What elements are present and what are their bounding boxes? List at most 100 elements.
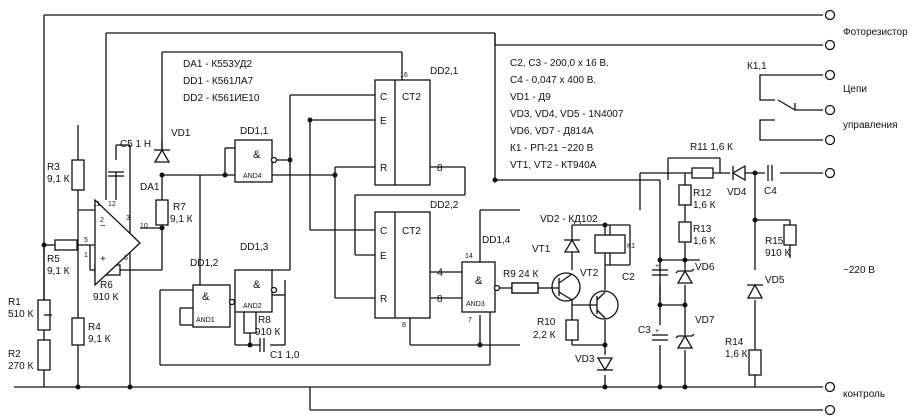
svg-text:9,1 К: 9,1 К (170, 214, 193, 225)
svg-text:К1,1: К1,1 (747, 61, 767, 72)
pin-label: 2 (100, 217, 104, 224)
resistor-r10 (565, 319, 579, 341)
svg-text:E: E (380, 251, 387, 262)
label-photoresistor: Фоторезистор (843, 27, 908, 38)
parts-legend-1: С2, С3 - 200,0 х 16 В. (510, 58, 609, 69)
junction-dots (41, 117, 758, 390)
parts-legend-2: С4 - 0,047 х 400 В. (510, 75, 596, 86)
svg-text:DD1,2: DD1,2 (190, 258, 219, 269)
svg-text:510 К: 510 К (8, 309, 33, 320)
opamp-triangle (94, 198, 141, 287)
terminal-control-3 (824, 134, 836, 146)
svg-text:14: 14 (465, 253, 473, 260)
wiring (14, 14, 823, 411)
svg-text:С4: С4 (764, 186, 777, 197)
terminal-photoresistor-2 (824, 39, 836, 51)
parts-legend-5: VD6, VD7 - Д814А (510, 126, 594, 137)
resistor-r9-body (511, 282, 539, 294)
svg-text:R6: R6 (100, 280, 113, 291)
svg-text:CT2: CT2 (402, 92, 421, 103)
svg-text:DD2,1: DD2,1 (430, 66, 459, 77)
diode-vd7 (676, 334, 694, 349)
resistor-r12 (678, 184, 692, 206)
svg-text:910 К: 910 К (765, 248, 790, 259)
svg-text:DD1,4: DD1,4 (482, 235, 511, 246)
relay-coil-k1 (594, 234, 626, 254)
terminals (824, 9, 836, 416)
svg-text:R: R (380, 163, 387, 174)
svg-text:AND4: AND4 (243, 173, 262, 180)
diode-vd2 (563, 238, 581, 253)
opamp-da1: 2 − + (94, 198, 141, 287)
terminal-photoresistor-1 (824, 9, 836, 21)
svg-text:&: & (253, 279, 261, 291)
resistor-r15 (783, 224, 797, 246)
svg-text:С1 1,0: С1 1,0 (270, 350, 300, 361)
svg-text:R11 1,6 К: R11 1,6 К (690, 142, 733, 153)
logic-gates (192, 139, 501, 328)
svg-text:C: C (380, 226, 387, 237)
terminal-control-1 (824, 69, 836, 81)
svg-text:1: 1 (84, 252, 88, 259)
svg-text:R4: R4 (88, 322, 101, 333)
svg-text:6: 6 (124, 255, 128, 262)
svg-text:R13: R13 (693, 224, 712, 235)
labels: Фоторезистор Цепи управления ~220 В конт… (8, 27, 908, 400)
counters (374, 79, 431, 319)
svg-text:9,1 К: 9,1 К (88, 334, 111, 345)
svg-text:R7: R7 (173, 202, 186, 213)
svg-text:12: 12 (108, 201, 116, 208)
svg-text:4: 4 (437, 267, 443, 279)
svg-text:9,1 К: 9,1 К (47, 174, 70, 185)
svg-text:8: 8 (437, 294, 443, 305)
gate-dd1-1 (234, 139, 273, 183)
svg-text:R5: R5 (47, 254, 60, 265)
svg-text:R12: R12 (693, 188, 712, 199)
svg-text:К1: К1 (627, 243, 635, 250)
svg-text:AND1: AND1 (196, 317, 215, 324)
svg-text:11: 11 (93, 201, 100, 208)
capacitors: + + (108, 165, 773, 352)
resistor-r4 (71, 317, 85, 346)
svg-text:R8: R8 (258, 315, 271, 326)
svg-text:VD2 - КД102: VD2 - КД102 (540, 214, 598, 225)
svg-text:С5 1 Н: С5 1 Н (120, 139, 151, 150)
svg-text:1,6 К: 1,6 К (725, 349, 748, 360)
svg-text:16: 16 (400, 72, 408, 79)
gate-dd1-3 (234, 269, 273, 313)
svg-text:270 К: 270 К (8, 361, 33, 372)
svg-text:&: & (202, 291, 210, 303)
terminal-bottom (824, 404, 836, 416)
svg-text:7: 7 (468, 317, 472, 324)
svg-text:AND2: AND2 (243, 303, 262, 310)
chips-legend-2: DD1 - К561ЛА7 (183, 76, 254, 87)
transistors (550, 272, 619, 320)
diode-vd4 (731, 164, 746, 182)
svg-text:8: 8 (402, 322, 406, 329)
resistor-r13 (678, 221, 692, 243)
terminal-control-2 (824, 104, 836, 116)
svg-text:+: + (100, 254, 106, 265)
label-control-circuits-2: управления (843, 120, 898, 131)
chips-legend-3: DD2 - К561ИЕ10 (183, 93, 260, 104)
svg-text:910 К: 910 К (255, 327, 280, 338)
svg-text:VD3: VD3 (575, 354, 595, 365)
parts-legend-6: К1 - РП-21 ~220 В (510, 143, 594, 154)
svg-text:AND3: AND3 (466, 301, 485, 308)
svg-text:DA1: DA1 (140, 182, 160, 193)
diode-vd1 (153, 148, 171, 163)
svg-text:1,6 К: 1,6 К (693, 200, 716, 211)
svg-text:VD1: VD1 (171, 128, 191, 139)
terminal-control (824, 381, 836, 393)
svg-text:10: 10 (140, 223, 148, 230)
svg-text:&: & (475, 275, 483, 287)
terminal-mains (824, 167, 836, 179)
svg-text:R15: R15 (765, 236, 784, 247)
svg-text:+: + (655, 263, 659, 270)
resistor-r11 (691, 167, 714, 179)
svg-text:R: R (380, 294, 387, 305)
gate-dd1-2 (192, 284, 231, 328)
svg-text:−: − (100, 221, 106, 232)
